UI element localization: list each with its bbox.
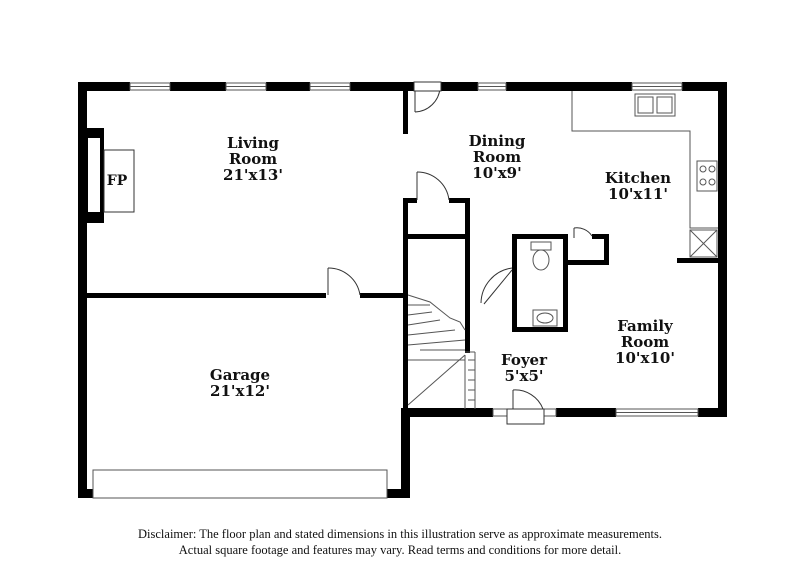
bath-fixtures [530, 241, 558, 327]
fireplace: FP [80, 128, 135, 223]
kitchen-fixtures [571, 91, 718, 258]
foyer-name: Foyer [501, 351, 548, 369]
living-room-name-2: Room [229, 150, 277, 168]
garage-door [92, 469, 388, 499]
stairs [407, 294, 476, 409]
disclaimer-line-2: Actual square footage and features may v… [178, 543, 622, 557]
fireplace-label: FP [107, 173, 128, 189]
dining-room-name-1: Dining [469, 132, 526, 150]
interior-walls [78, 82, 721, 413]
family-room-name-1: Family [617, 317, 674, 335]
family-room-name-2: Room [621, 333, 669, 351]
disclaimer-line-1: Disclaimer: The floor plan and stated di… [138, 527, 662, 541]
room-labels: Living Room 21'x13' Dining Room 10'x9' K… [210, 132, 675, 400]
family-room-dims: 10'x10' [615, 349, 675, 367]
garage-name: Garage [210, 366, 270, 384]
windows [129, 82, 699, 417]
dining-room-name-2: Room [473, 148, 521, 166]
living-room-name-1: Living [227, 134, 280, 152]
exterior-walls [78, 82, 727, 498]
kitchen-name: Kitchen [605, 169, 671, 187]
doors [327, 81, 593, 425]
living-room-dims: 21'x13' [223, 166, 283, 184]
dining-room-dims: 10'x9' [472, 164, 521, 182]
garage-dims: 21'x12' [210, 382, 270, 400]
kitchen-dims: 10'x11' [608, 185, 668, 203]
foyer-dims: 5'x5' [504, 367, 543, 385]
